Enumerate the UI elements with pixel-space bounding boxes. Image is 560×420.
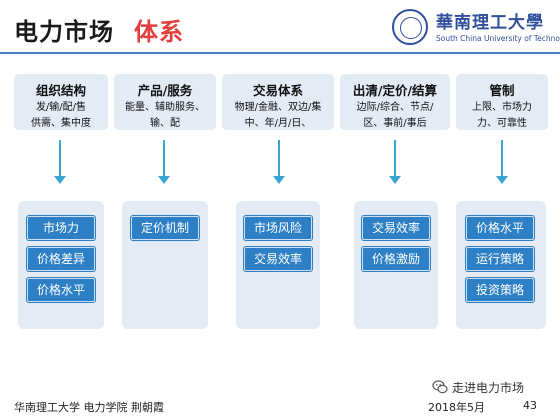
- down-arrow-icon: [54, 140, 66, 184]
- down-arrow-icon: [389, 140, 401, 184]
- down-arrow-icon: [496, 140, 508, 184]
- impact-card-products: 定价机制: [122, 201, 208, 329]
- category-desc-line: 区、事前/事后: [363, 118, 427, 129]
- impact-pill: 定价机制: [131, 216, 199, 240]
- down-arrow-icon: [158, 140, 170, 184]
- category-card-organization: 组织结构 发/输/配/售 供需、集中度: [14, 74, 108, 130]
- category-card-regulation: 管制 上限、市场力 力、可靠性: [456, 74, 548, 130]
- down-arrow-icon: [273, 140, 285, 184]
- logo-chinese-name: 華南理工大學: [436, 13, 544, 33]
- wechat-icon: [432, 380, 448, 394]
- category-heading: 产品/服务: [137, 83, 193, 98]
- university-logo: 華南理工大學 South China University of Technol…: [392, 8, 560, 50]
- category-desc-line: 中、年/月/日、: [244, 118, 312, 129]
- category-desc-line: 输、配: [150, 118, 180, 129]
- category-desc-line: 力、可靠性: [477, 118, 527, 129]
- wechat-account-name: 走进电力市场: [452, 381, 525, 395]
- impact-pill: 市场风险: [244, 216, 312, 240]
- category-heading: 管制: [489, 83, 515, 98]
- impact-pill: 运行策略: [466, 247, 534, 271]
- category-heading: 组织结构: [35, 83, 86, 98]
- impact-pill: 价格差异: [27, 247, 95, 271]
- university-seal-icon: [392, 9, 428, 45]
- impact-pill: 价格水平: [27, 278, 95, 302]
- category-card-clearing: 出清/定价/结算 边际/综合、节点/ 区、事前/事后: [340, 74, 450, 130]
- footer-date: 2018年5月: [428, 401, 485, 414]
- impact-card-organization: 市场力 价格差异 价格水平: [18, 201, 104, 329]
- impact-pill: 价格水平: [466, 216, 534, 240]
- impact-pill: 价格激励: [362, 247, 430, 271]
- title-main: 电力市场: [14, 18, 114, 46]
- category-card-products: 产品/服务 能量、辅助服务、 输、配: [114, 74, 216, 130]
- slide-title: 电力市场体系: [14, 12, 184, 47]
- category-desc-line: 物理/金融、双边/集: [234, 102, 322, 113]
- logo-english-name: South China University of Technology: [436, 34, 560, 43]
- impact-pill: 投资策略: [466, 278, 534, 302]
- category-desc-line: 能量、辅助服务、: [125, 102, 205, 113]
- impact-card-clearing: 交易效率 价格激励: [354, 201, 438, 329]
- page-number: 43: [523, 399, 537, 412]
- impact-pill: 交易效率: [362, 216, 430, 240]
- category-desc-line: 发/输/配/售: [35, 102, 87, 113]
- category-card-trading: 交易体系 物理/金融、双边/集 中、年/月/日、: [222, 74, 334, 130]
- category-heading: 交易体系: [252, 83, 303, 98]
- header-divider: [0, 52, 560, 54]
- category-desc-line: 上限、市场力: [472, 102, 532, 113]
- category-desc-line: 供需、集中度: [31, 118, 91, 129]
- footer-organization: 华南理工大学 电力学院 荆朝霞: [14, 401, 164, 414]
- wechat-watermark: 走进电力市场: [432, 378, 556, 396]
- impact-pill: 市场力: [27, 216, 95, 240]
- impact-card-regulation: 价格水平 运行策略 投资策略: [456, 201, 546, 329]
- impact-card-trading: 市场风险 交易效率: [236, 201, 320, 329]
- impact-pill: 交易效率: [244, 247, 312, 271]
- category-desc-line: 边际/综合、节点/: [356, 102, 434, 113]
- title-accent: 体系: [134, 18, 184, 46]
- category-heading: 出清/定价/结算: [352, 83, 438, 98]
